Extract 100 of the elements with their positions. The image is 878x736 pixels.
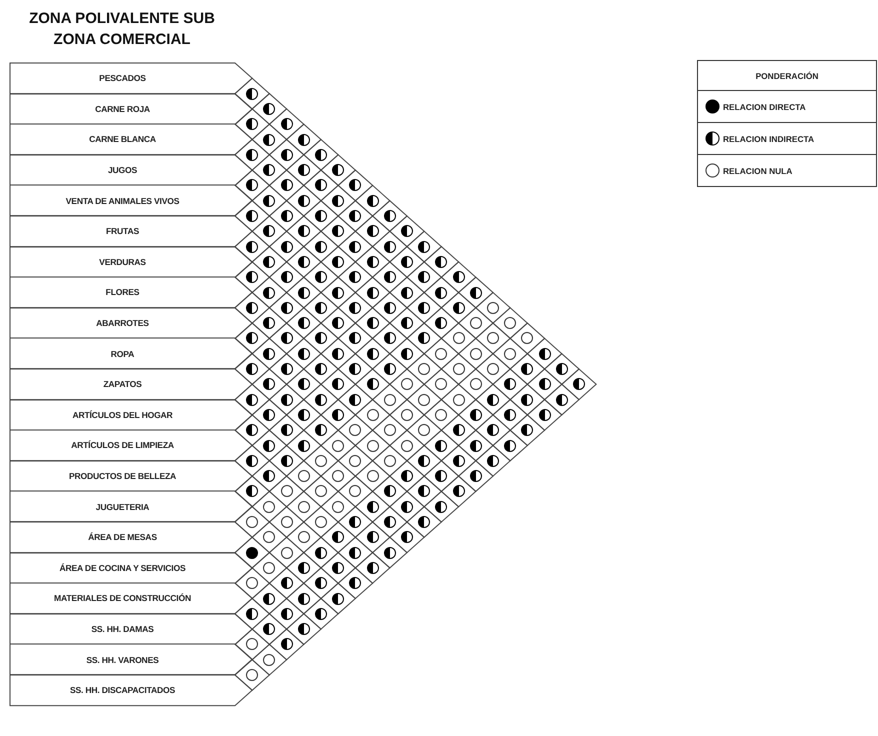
half-filled-circle <box>315 546 327 559</box>
row-label-box <box>10 94 252 124</box>
half-filled-circle <box>280 363 293 375</box>
row-label: FRUTAS <box>104 225 140 238</box>
half-filled-circle <box>384 240 396 253</box>
half-filled-circle <box>349 240 362 253</box>
half-filled-circle <box>435 317 448 330</box>
half-filled-circle <box>246 363 258 375</box>
half-filled-circle <box>418 240 430 253</box>
half-filled-circle <box>366 225 379 238</box>
empty-circle <box>246 638 258 650</box>
row-label-box <box>10 338 252 369</box>
half-filled-circle <box>298 164 310 176</box>
row-label: ÁREA DE COCINA Y SERVICIOS <box>58 562 186 575</box>
half-filled-circle <box>298 134 310 146</box>
row-label: ZAPATOS <box>102 378 143 392</box>
half-filled-circle <box>349 546 362 559</box>
empty-circle <box>401 440 413 452</box>
empty-circle <box>470 378 482 390</box>
row-label: SS. HH. VARONES <box>85 654 160 667</box>
half-filled-circle <box>384 546 396 559</box>
empty-circle <box>280 485 293 498</box>
half-filled-circle <box>349 179 362 192</box>
half-filled-circle <box>315 179 327 192</box>
half-filled-circle <box>366 378 379 390</box>
empty-circle <box>487 302 499 314</box>
half-filled-circle <box>504 408 516 421</box>
half-filled-circle <box>298 348 310 360</box>
half-filled-circle <box>349 577 362 590</box>
row-label: CARNE ROJA <box>94 102 151 116</box>
half-filled-circle <box>418 302 430 314</box>
half-filled-circle <box>332 256 344 268</box>
row-label: PRODUCTOS DE BELLEZA <box>68 470 178 484</box>
legend-label: RELACION INDIRECTA <box>723 134 814 144</box>
legend-label: RELACION NULA <box>723 166 792 176</box>
half-filled-circle <box>452 424 465 436</box>
row-label-box <box>10 277 252 308</box>
half-filled-circle <box>280 118 293 130</box>
half-filled-circle <box>435 256 448 268</box>
empty-circle <box>298 500 310 513</box>
empty-circle <box>263 531 276 544</box>
half-filled-circle <box>384 302 396 314</box>
half-filled-circle <box>401 286 413 298</box>
half-filled-circle <box>298 562 310 574</box>
half-filled-circle <box>349 271 362 284</box>
half-filled-circle <box>280 148 293 161</box>
half-filled-circle <box>298 256 310 268</box>
half-filled-circle <box>384 210 396 222</box>
half-filled-circle <box>401 256 413 268</box>
empty-circle <box>487 363 499 375</box>
row-label-box <box>10 369 252 400</box>
row-label: FLORES <box>104 286 140 300</box>
empty-circle <box>418 424 430 436</box>
half-filled-circle <box>246 332 258 344</box>
half-filled-circle <box>280 454 293 467</box>
half-filled-circle <box>452 454 465 467</box>
half-filled-circle <box>366 194 379 207</box>
row-label-box <box>10 460 252 492</box>
half-filled-circle <box>521 363 534 375</box>
empty-circle <box>401 408 413 421</box>
half-filled-circle <box>384 485 396 498</box>
half-filled-circle <box>280 608 293 620</box>
half-filled-circle <box>366 256 379 268</box>
half-filled-circle <box>401 531 413 544</box>
row-label: PESCADOS <box>98 72 147 86</box>
empty-circle <box>504 317 516 330</box>
empty-circle <box>246 669 258 681</box>
half-filled-circle <box>280 271 293 284</box>
half-filled-circle <box>263 286 276 298</box>
row-label: ÁREA DE MESAS <box>87 531 158 544</box>
empty-circle <box>384 424 396 436</box>
half-filled-circle <box>401 500 413 513</box>
half-filled-circle <box>435 286 448 298</box>
half-filled-circle <box>263 378 276 390</box>
half-filled-circle <box>246 179 258 192</box>
half-filled-circle <box>263 164 276 176</box>
half-filled-circle <box>315 332 327 344</box>
half-filled-circle <box>263 225 276 238</box>
half-filled-circle <box>418 485 430 498</box>
empty-circle <box>349 424 362 436</box>
half-filled-circle <box>401 225 413 238</box>
half-filled-circle <box>315 394 327 406</box>
empty-circle <box>332 470 344 482</box>
row-label: CARNE BLANCA <box>88 133 157 146</box>
empty-circle <box>521 332 534 344</box>
half-filled-circle <box>384 516 396 528</box>
half-filled-circle <box>280 424 293 436</box>
empty-circle <box>349 454 362 467</box>
empty-circle <box>452 363 465 375</box>
half-filled-circle <box>263 408 276 421</box>
row-label-box <box>10 216 252 247</box>
row-label-box <box>10 491 252 522</box>
half-filled-circle <box>298 440 310 452</box>
half-filled-circle <box>452 271 465 284</box>
half-filled-circle <box>418 454 430 467</box>
legend-label: RELACION DIRECTA <box>723 102 806 112</box>
half-filled-circle <box>521 394 534 406</box>
half-filled-circle <box>452 302 465 314</box>
row-label: JUGOS <box>106 164 138 178</box>
half-filled-circle <box>504 440 516 452</box>
